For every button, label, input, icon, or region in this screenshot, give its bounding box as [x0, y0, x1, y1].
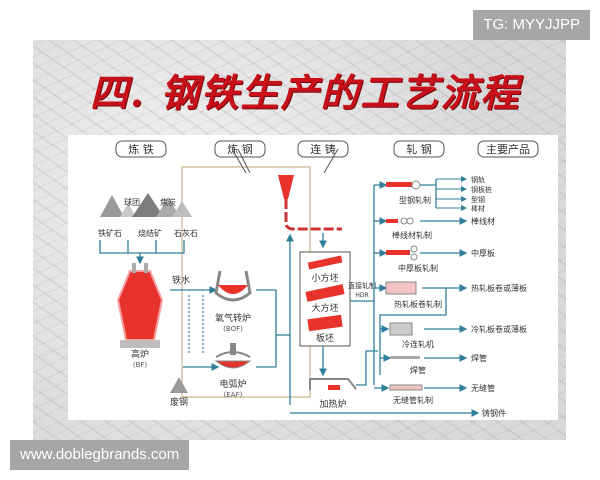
svg-text:石灰石: 石灰石 — [174, 228, 198, 238]
raw-materials: 球团 焦炭 铁矿石 烧结矿 石灰石 — [98, 193, 198, 238]
svg-text:型钢: 型钢 — [471, 195, 485, 204]
slab-icon — [307, 314, 343, 332]
svg-text:铁矿石: 铁矿石 — [98, 228, 122, 238]
stage-headers: 炼 铁 炼 钢 连 铸 轧 钢 主要产品 — [115, 140, 539, 158]
svg-text:板坯: 板坯 — [316, 332, 334, 344]
svg-text:型钢轧制: 型钢轧制 — [399, 195, 431, 205]
svg-text:冷连轧机: 冷连轧机 — [402, 339, 434, 349]
svg-text:无缝管轧制: 无缝管轧制 — [393, 395, 433, 405]
page-title: 四. 钢铁生产的工艺流程 — [90, 70, 521, 115]
svg-text:电弧炉: 电弧炉 — [219, 378, 246, 390]
svg-text:加热炉: 加热炉 — [319, 398, 346, 410]
svg-text:烧结矿: 烧结矿 — [138, 228, 162, 238]
watermark-top: TG: MYYJJPP — [473, 10, 590, 40]
bof-icon — [214, 270, 252, 302]
castings-product: 铸钢件 — [482, 408, 506, 418]
bloom-icon — [305, 284, 345, 302]
watermark-bottom: www.doblegbrands.com — [10, 440, 190, 470]
svg-text:球团: 球团 — [124, 197, 140, 207]
svg-text:焦炭: 焦炭 — [160, 197, 176, 207]
stage-rolling: 轧 钢 — [406, 142, 432, 156]
svg-text:焊管: 焊管 — [471, 353, 487, 363]
svg-text:废钢: 废钢 — [170, 396, 188, 408]
reheat-furnace-icon — [309, 378, 357, 390]
small-billet-icon — [307, 255, 343, 270]
svg-text:大方坯: 大方坯 — [311, 302, 338, 314]
svg-text:(EAF): (EAF) — [224, 391, 243, 399]
stage-products: 主要产品 — [486, 142, 530, 156]
svg-text:HDR: HDR — [355, 292, 368, 299]
svg-text:中厚板轧制: 中厚板轧制 — [398, 263, 438, 273]
svg-text:钢板桩: 钢板桩 — [471, 185, 492, 194]
svg-text:中厚板: 中厚板 — [471, 248, 495, 258]
stage-ironmaking: 炼 铁 — [128, 142, 154, 156]
svg-text:棒线材: 棒线材 — [471, 216, 495, 226]
svg-text:(BF): (BF) — [133, 361, 148, 369]
svg-text:氧气转炉: 氧气转炉 — [215, 312, 251, 324]
svg-text:热轧板卷轧制: 热轧板卷轧制 — [394, 299, 442, 309]
process-flow-diagram: 炼 铁 炼 钢 连 铸 轧 钢 主要产品 球团 焦炭 铁矿石 烧结矿 石灰石 高… — [98, 140, 539, 418]
svg-text:棒线材轧制: 棒线材轧制 — [392, 230, 432, 240]
svg-text:冷轧板卷或薄板: 冷轧板卷或薄板 — [471, 324, 527, 334]
blast-furnace-icon — [116, 263, 164, 348]
hot-metal-label: 铁水 — [172, 274, 190, 286]
eaf-icon — [214, 343, 252, 369]
svg-text:钢轨: 钢轨 — [471, 175, 485, 184]
scrap-icon — [170, 377, 188, 393]
hdr-label: 直接轧制 — [348, 281, 376, 290]
svg-text:棒材: 棒材 — [471, 204, 485, 213]
svg-text:(BOF): (BOF) — [223, 325, 243, 333]
continuous-caster-icon — [278, 175, 342, 231]
svg-text:焊管: 焊管 — [410, 365, 426, 375]
svg-text:无缝管: 无缝管 — [471, 383, 495, 393]
svg-text:小方坯: 小方坯 — [311, 272, 338, 284]
svg-text:热轧板卷或薄板: 热轧板卷或薄板 — [471, 283, 527, 293]
svg-text:高炉: 高炉 — [131, 348, 149, 360]
stage-casting: 连 铸 — [310, 142, 336, 156]
diagram-panel: 炼 铁 炼 钢 连 铸 轧 钢 主要产品 球团 焦炭 铁矿石 烧结矿 石灰石 高… — [68, 135, 558, 420]
rolling-mills: 型钢轧制 钢轨 钢板桩 型钢 棒材 棒线材轧制 棒线材 中厚板轧制 中厚板 热轧… — [374, 175, 527, 405]
